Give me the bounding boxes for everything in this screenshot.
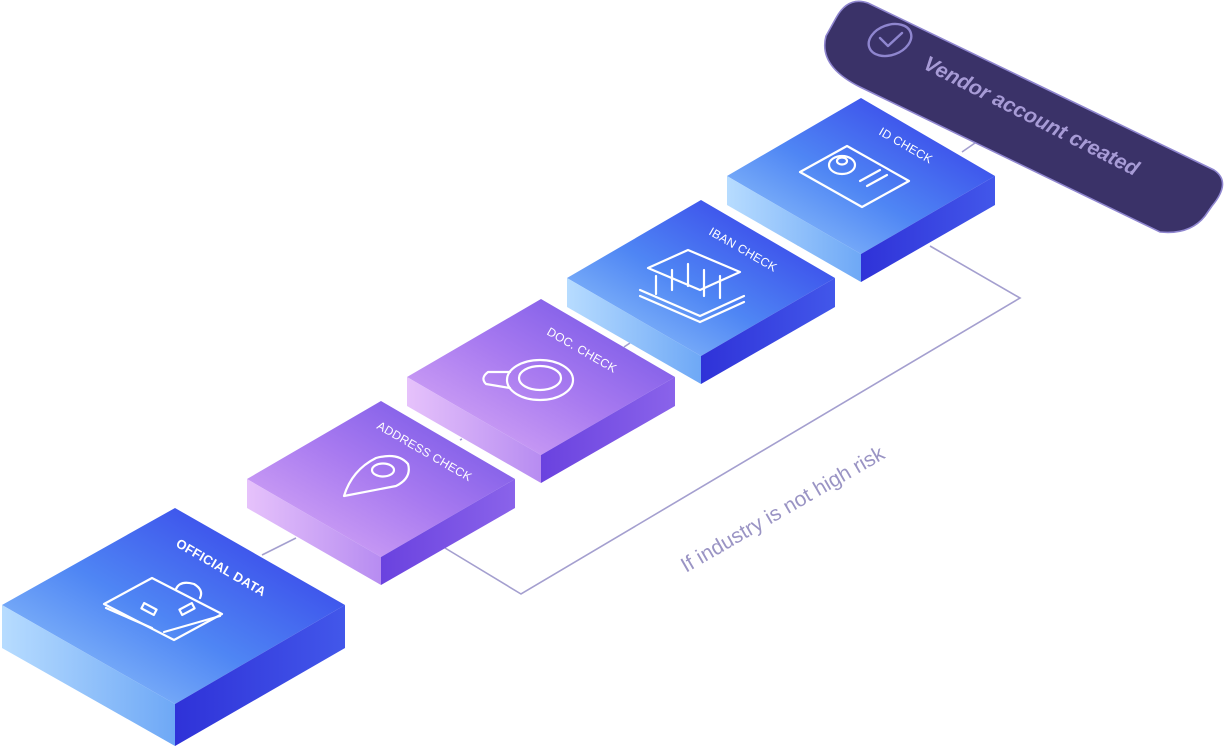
condition-connector-line xyxy=(444,245,1022,595)
briefcase-icon xyxy=(102,576,224,642)
map-pin-icon xyxy=(342,454,410,498)
step-official-data: OFFICIAL DATA xyxy=(2,508,345,746)
bank-icon xyxy=(638,248,746,324)
step-address-check: ADDRESS CHECK xyxy=(247,401,515,585)
condition-label: If industry is not high risk xyxy=(677,442,889,578)
id-card-icon xyxy=(798,144,911,209)
step-iban-check: IBAN CHECK xyxy=(567,200,835,384)
magnifier-icon xyxy=(482,358,575,402)
step-doc-check: DOC. CHECK xyxy=(407,299,675,483)
check-circle-icon xyxy=(867,22,913,58)
step-id-check: ID CHECK xyxy=(727,98,995,282)
